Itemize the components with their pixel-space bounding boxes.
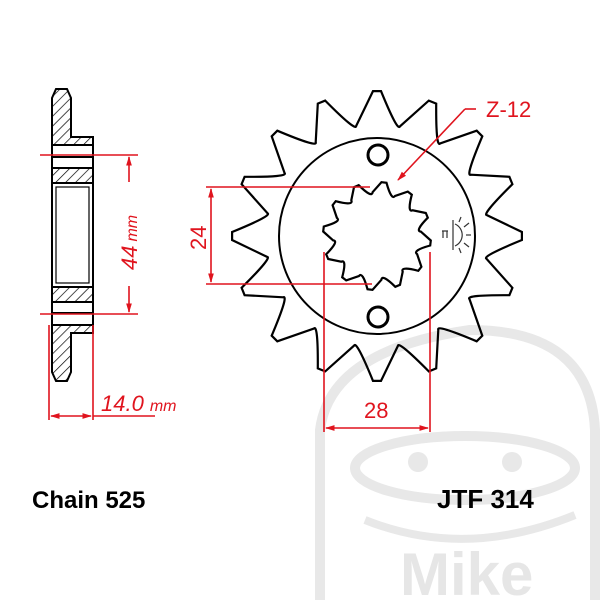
side-view-section xyxy=(51,88,94,382)
mounting-hole-top xyxy=(366,143,390,167)
spline-leader xyxy=(397,108,476,181)
outer-teeth-profile xyxy=(231,90,523,382)
spline-width-value: 28 xyxy=(364,398,388,423)
hub-diameter-value: 44mm xyxy=(117,215,142,270)
spline-teeth-label: Z-12 xyxy=(486,97,531,122)
sprocket-front-view xyxy=(231,90,523,382)
hub-diameter-dimension xyxy=(40,154,138,315)
spline-width-dimension xyxy=(323,252,431,432)
mounting-hole-bottom xyxy=(366,305,390,329)
part-number-label: JTF 314 xyxy=(437,484,534,514)
spline-height-value: 24 xyxy=(186,226,211,250)
sun-orientation-icon xyxy=(442,216,471,254)
thickness-dimension xyxy=(48,325,155,420)
spline-height-dimension xyxy=(206,186,372,285)
chain-size-label: Chain 525 xyxy=(32,487,145,514)
spline-profile xyxy=(322,181,432,291)
watermark-text: Mike xyxy=(400,541,533,600)
watermark-logo: Mike xyxy=(315,324,600,600)
hub-circle xyxy=(278,137,476,335)
